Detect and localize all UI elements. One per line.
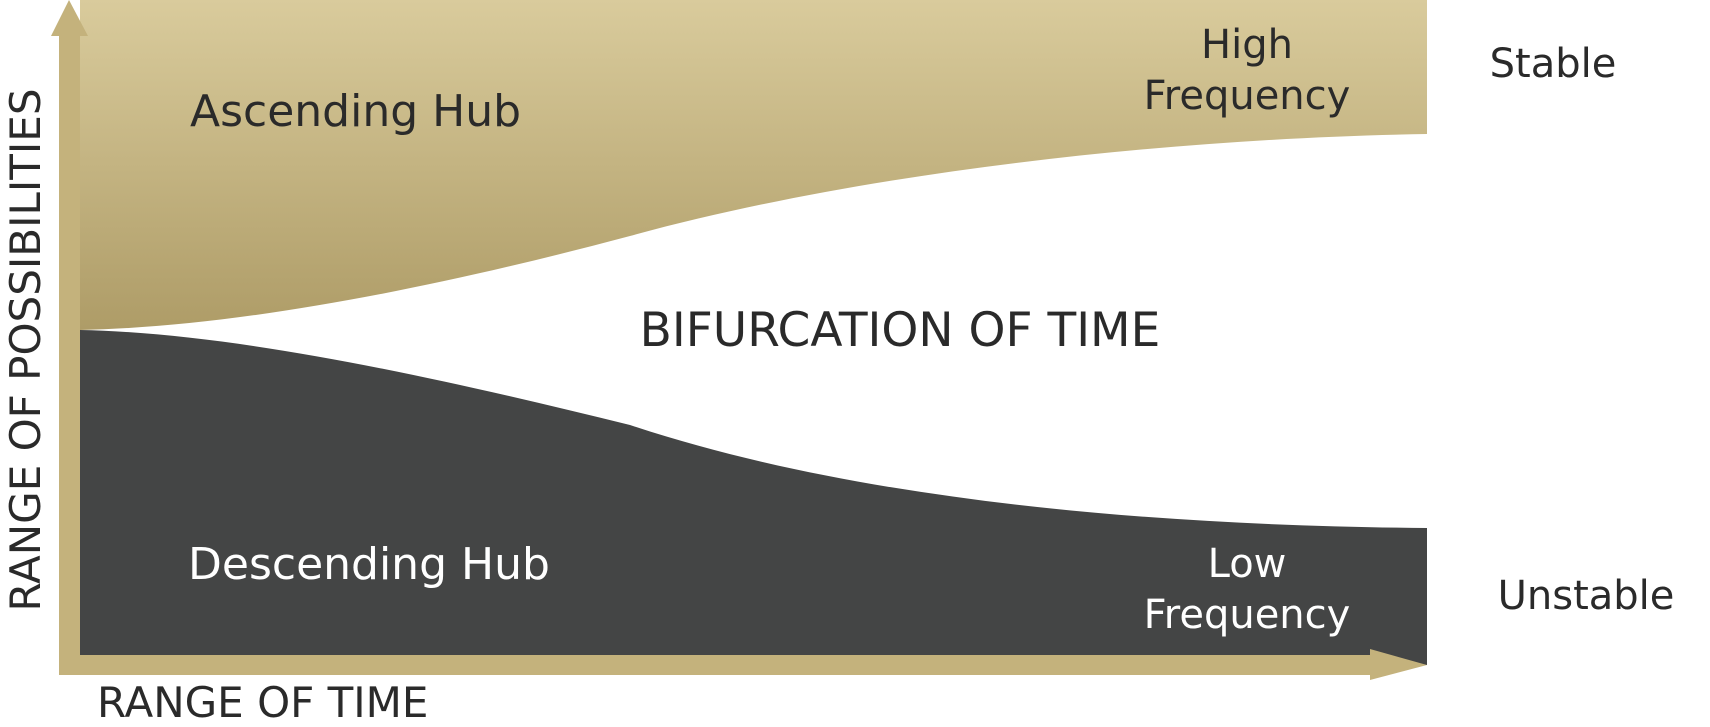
ascending-hub-region bbox=[80, 0, 1427, 330]
x-axis-arrowhead bbox=[1370, 649, 1427, 680]
x-axis-line bbox=[59, 655, 1379, 675]
unstable-label: Unstable bbox=[1498, 573, 1675, 619]
ascending-hub-label: Ascending Hub bbox=[190, 86, 521, 137]
low-frequency-label-line1: Low bbox=[1208, 541, 1287, 587]
descending-hub-label: Descending Hub bbox=[188, 539, 550, 590]
high-frequency-label-line1: High bbox=[1201, 22, 1293, 68]
high-frequency-label-line2: Frequency bbox=[1144, 73, 1351, 119]
y-axis-arrowhead bbox=[51, 0, 88, 36]
y-axis-label: RANGE OF POSSIBILITIES bbox=[1, 89, 50, 612]
diagram-title: BIFURCATION OF TIME bbox=[640, 303, 1161, 358]
stable-label: Stable bbox=[1490, 41, 1617, 87]
x-axis-label: RANGE OF TIME bbox=[97, 678, 428, 727]
descending-hub-region bbox=[80, 330, 1427, 665]
low-frequency-label-line2: Frequency bbox=[1144, 592, 1351, 638]
y-axis-line bbox=[59, 28, 80, 675]
